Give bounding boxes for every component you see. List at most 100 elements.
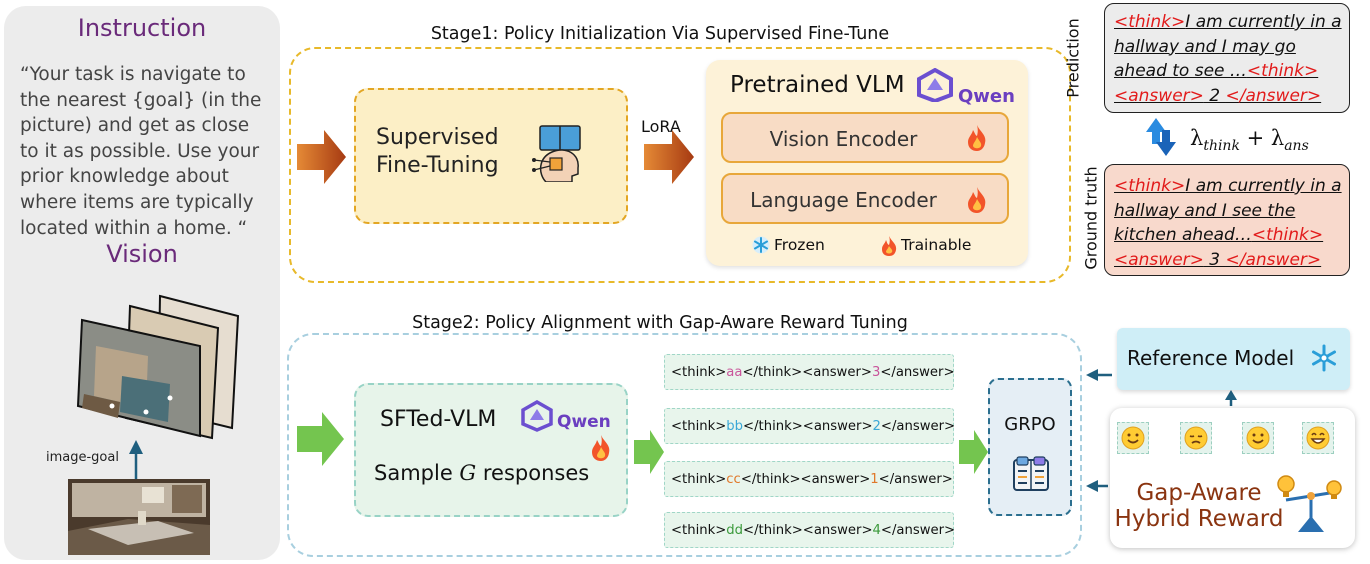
response-text-2: <think>bb</think><answer>2</answer> bbox=[671, 419, 955, 434]
grpo-box bbox=[988, 378, 1072, 516]
sfted-vlm-box bbox=[354, 383, 628, 517]
answer-open-tag: <answer> bbox=[1114, 249, 1204, 270]
balance-scale-icon bbox=[1277, 475, 1342, 532]
stage2-container bbox=[287, 333, 1082, 557]
response-box-2 bbox=[664, 408, 954, 444]
brain-book-icon bbox=[532, 125, 581, 182]
think-close-answer-open-tag: </think><answer> bbox=[743, 523, 873, 538]
ab-test-icon bbox=[1013, 456, 1049, 491]
snowflake-icon bbox=[1312, 344, 1336, 372]
grin-face-icon bbox=[1306, 426, 1330, 450]
response-think: cc bbox=[726, 472, 741, 487]
response-box-1 bbox=[664, 354, 954, 390]
reward-to-reference-arrow bbox=[1225, 390, 1237, 406]
think-open-tag: <think> bbox=[671, 419, 727, 434]
stage2-title: Stage2: Policy Alignment with Gap-Aware … bbox=[412, 313, 908, 333]
sft-label-line2: Fine-Tuning bbox=[376, 153, 499, 178]
answer-close-tag: </answer> bbox=[880, 365, 955, 380]
lora-label: LoRA bbox=[641, 117, 681, 136]
response-box-3 bbox=[664, 461, 954, 497]
answer-close-tag: </answer> bbox=[878, 472, 953, 487]
think-close-tag: <think> bbox=[1251, 225, 1324, 245]
stage1-container bbox=[289, 47, 1071, 283]
formula-sub-think: think bbox=[1203, 138, 1240, 155]
answer-close-tag: </answer> bbox=[880, 523, 956, 538]
think-open-tag: <think> bbox=[1114, 176, 1186, 196]
response-text-4: <think>dd</think><answer>4</answer> bbox=[671, 523, 955, 538]
snowflake-icon bbox=[752, 236, 770, 254]
formula-lambda-ans: λ bbox=[1270, 126, 1285, 150]
smile-face-icon bbox=[1121, 426, 1145, 450]
think-close-tag: <think> bbox=[1246, 61, 1319, 81]
smile-face-icon bbox=[1246, 426, 1270, 450]
answer-open-tag: <answer> bbox=[1114, 85, 1204, 106]
grpo-arrow bbox=[959, 430, 988, 474]
frozen-legend-label: Frozen bbox=[774, 236, 825, 254]
reward-label-line2: Hybrid Reward bbox=[1114, 506, 1284, 532]
flame-icon bbox=[968, 125, 986, 151]
qwen-label: Qwen bbox=[557, 412, 611, 432]
think-open-tag: <think> bbox=[671, 365, 727, 380]
flame-icon bbox=[592, 435, 610, 461]
sft-label: Supervised Fine-Tuning bbox=[376, 124, 499, 180]
stage1-title: Stage1: Policy Initialization Via Superv… bbox=[430, 24, 890, 44]
think-open-tag: <think> bbox=[671, 472, 727, 487]
reward-to-grpo-arrow bbox=[1086, 480, 1108, 492]
sample-responses-label: Sample G responses bbox=[374, 461, 589, 485]
image-goal-label: image-goal bbox=[46, 450, 119, 465]
reference-model-label: Reference Model bbox=[1127, 346, 1295, 370]
ground-truth-line2: hallway and I see the bbox=[1114, 200, 1296, 221]
loss-formula: λthink + λans bbox=[1190, 126, 1309, 154]
think-open-tag: <think> bbox=[1114, 12, 1186, 32]
response-answer: 2 bbox=[872, 419, 881, 434]
prediction-text: <think>I am currently in a hallway and I… bbox=[1114, 10, 1342, 108]
ground-truth-line1: I am currently in a bbox=[1185, 176, 1342, 196]
ground-truth-text: <think>I am currently in a hallway and I… bbox=[1114, 174, 1342, 272]
qwen-logo-icon bbox=[917, 68, 953, 102]
response-text-1: <think>aa</think><answer>3</answer> bbox=[671, 365, 955, 380]
input-panel bbox=[4, 6, 280, 560]
reward-label: Gap-Aware Hybrid Reward bbox=[1114, 480, 1284, 532]
vision-encoder-label: Vision Encoder bbox=[769, 127, 918, 151]
stage1-input-arrow bbox=[297, 130, 346, 184]
sample-arrow bbox=[634, 430, 664, 474]
instruction-title: Instruction bbox=[77, 14, 207, 42]
instruction-text: “Your task is navigate to the nearest {g… bbox=[20, 64, 262, 239]
think-close-answer-open-tag: </think><answer> bbox=[740, 472, 871, 487]
vision-title: Vision bbox=[106, 240, 178, 268]
response-answer: 4 bbox=[872, 523, 881, 538]
prediction-line3: ahead to see … bbox=[1114, 61, 1247, 81]
reference-model-box bbox=[1117, 328, 1350, 390]
qwen-logo-icon bbox=[521, 400, 553, 432]
qwen-label: Qwen bbox=[958, 86, 1015, 107]
think-close-answer-open-tag: </think><answer> bbox=[742, 365, 872, 380]
formula-lambda-think: λ bbox=[1190, 126, 1204, 150]
vision-image-stack bbox=[76, 294, 240, 488]
prediction-label: Prediction bbox=[1063, 18, 1083, 98]
prediction-box bbox=[1104, 3, 1350, 113]
sample-prefix: Sample bbox=[374, 461, 460, 485]
panorama-frame-front bbox=[76, 318, 201, 438]
response-think: aa bbox=[726, 365, 743, 380]
answer-close-tag: </answer> bbox=[1225, 249, 1322, 270]
trainable-legend-label: Trainable bbox=[901, 236, 972, 254]
response-answer: 1 bbox=[870, 472, 879, 487]
grpo-label: GRPO bbox=[1004, 414, 1056, 435]
language-encoder-box bbox=[721, 173, 1009, 224]
ground-truth-line3: kitchen ahead… bbox=[1114, 225, 1252, 245]
prediction-line1: I am currently in a bbox=[1185, 12, 1342, 32]
formula-sub-ans: ans bbox=[1284, 138, 1309, 155]
lora-arrow bbox=[644, 130, 694, 184]
sfted-vlm-label: SFTed-VLM bbox=[380, 407, 497, 432]
pretrained-vlm-title: Pretrained VLM bbox=[730, 72, 905, 98]
response-think: dd bbox=[726, 523, 744, 538]
prediction-line2: hallway and I may go bbox=[1114, 36, 1296, 57]
answer-close-tag: </answer> bbox=[1225, 85, 1322, 106]
sample-suffix: responses bbox=[476, 461, 590, 485]
think-close-answer-open-tag: </think><answer> bbox=[743, 419, 873, 434]
compare-arrows-icon bbox=[1146, 118, 1176, 156]
flame-icon bbox=[882, 236, 897, 256]
prediction-answer: 2 bbox=[1203, 85, 1226, 106]
pensive-face-icon bbox=[1184, 426, 1208, 450]
